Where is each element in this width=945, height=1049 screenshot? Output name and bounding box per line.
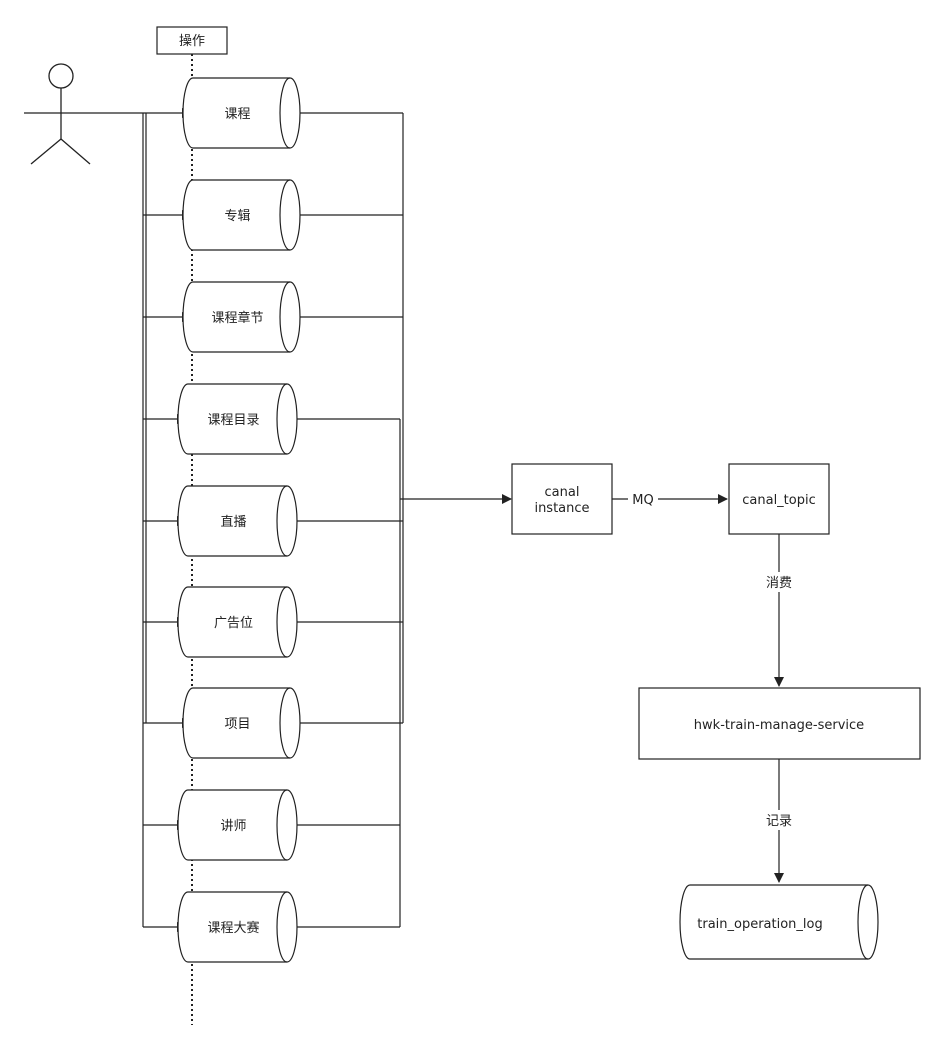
table-cylinder-cap (276, 891, 288, 963)
canal-topic-box (728, 463, 830, 535)
table-cylinder-cap (276, 485, 288, 557)
table-cylinder-cap (279, 179, 291, 251)
consume-label: 消费 (766, 576, 792, 591)
canal-instance-box (511, 463, 613, 535)
table-cylinder-cap (276, 586, 288, 658)
mq-label-bg (628, 490, 658, 508)
table-cylinder-cap (279, 77, 291, 149)
log-table-cylinder (679, 884, 879, 960)
actor-icon (24, 63, 96, 165)
table-label: 讲师 (220, 819, 246, 834)
canal-instance-label-1: canal (545, 485, 580, 500)
table-label: 课程 (224, 107, 250, 122)
service-box (638, 687, 921, 760)
record-label-bg (760, 810, 800, 830)
table-cylinder-cap (276, 383, 288, 455)
operation-header-box (156, 26, 228, 55)
canal-topic-label: canal_topic (742, 493, 816, 508)
table-label: 专辑 (224, 209, 250, 224)
table-label: 广告位 (214, 616, 253, 631)
table-label: 课程大赛 (207, 920, 259, 936)
log-table-label: train_operation_log (697, 917, 823, 932)
record-label: 记录 (766, 814, 792, 829)
consume-label-bg (760, 572, 800, 592)
table-cylinder-cap (279, 687, 291, 759)
table-label: 课程目录 (207, 413, 259, 428)
table-cylinder-cap (276, 789, 288, 861)
table-label: 项目 (224, 717, 250, 732)
canal-instance-label-2: instance (534, 501, 589, 516)
operation-header-label: 操作 (179, 33, 205, 49)
service-label: hwk-train-manage-service (694, 718, 864, 733)
table-label: 直播 (220, 515, 246, 530)
table-label: 课程章节 (211, 310, 263, 326)
table-cylinder-cap (279, 281, 291, 353)
mq-label: MQ (632, 493, 653, 508)
